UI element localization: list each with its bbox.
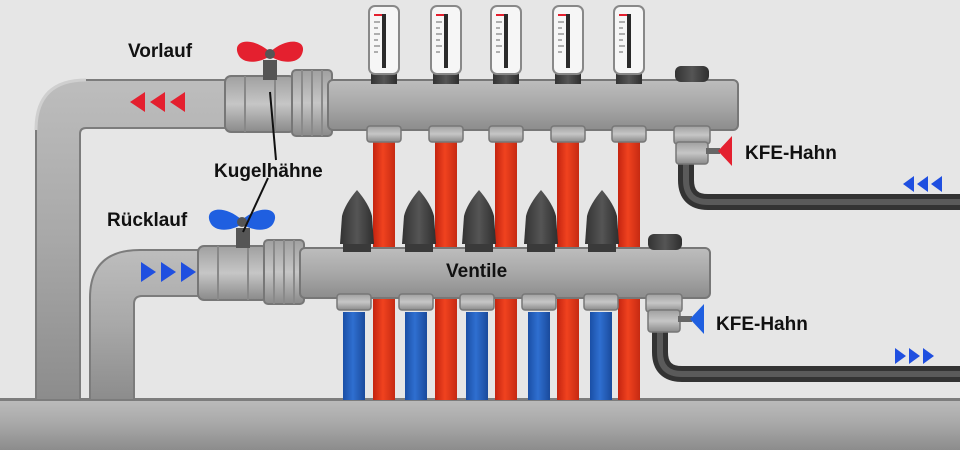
triangle-arrow-icon xyxy=(181,262,196,282)
butterfly-handle-red-icon xyxy=(236,41,304,62)
flow-meter-icon xyxy=(430,5,462,84)
flow-arrows-kfe-top xyxy=(903,176,942,192)
triangle-arrow-icon xyxy=(130,92,145,112)
supply-manifold xyxy=(224,60,739,165)
triangle-arrow-icon xyxy=(895,348,906,364)
valve-cap-icon xyxy=(340,190,374,252)
flow-meter-icon xyxy=(368,5,400,84)
butterfly-handle-blue-icon xyxy=(208,209,276,230)
triangle-arrow-icon xyxy=(150,92,165,112)
triangle-arrow-icon xyxy=(917,176,928,192)
return-manifold xyxy=(197,228,711,333)
valve-cap-icon xyxy=(402,190,436,252)
flow-meter-icon xyxy=(490,5,522,84)
triangle-arrow-icon xyxy=(141,262,156,282)
floor-pipe xyxy=(0,398,960,450)
triangle-arrow-icon xyxy=(170,92,185,112)
triangle-arrow-icon xyxy=(931,176,942,192)
triangle-arrow-icon xyxy=(161,262,176,282)
valve-caps xyxy=(340,190,619,252)
triangle-arrow-icon xyxy=(923,348,934,364)
flow-arrows-supply xyxy=(130,92,185,112)
kfe-hose-bottom-highlight xyxy=(657,330,960,377)
label-ventile: Ventile xyxy=(446,261,507,282)
triangle-arrow-icon xyxy=(903,176,914,192)
kfe-hose-top xyxy=(678,158,960,210)
kfe-handle-red-icon xyxy=(706,136,732,166)
flow-arrows-kfe-bottom xyxy=(895,348,934,364)
label-ruecklauf: Rücklauf xyxy=(107,210,188,231)
label-kfe-hahn-top: KFE-Hahn xyxy=(745,143,837,164)
flow-arrows-return xyxy=(141,262,196,282)
kfe-handle-blue-icon xyxy=(678,304,704,334)
kfe-hose-bottom xyxy=(652,330,960,382)
valve-cap-icon xyxy=(585,190,619,252)
leader-line-bottom-valve xyxy=(242,177,269,233)
leader-line-top-valve xyxy=(269,91,277,161)
label-kfe-hahn-bottom: KFE-Hahn xyxy=(716,314,808,335)
flow-meter-icon xyxy=(613,5,645,84)
kfe-hose-top-highlight xyxy=(683,158,960,205)
flow-meters xyxy=(368,5,645,84)
return-circuit-pipes xyxy=(343,312,612,400)
supply-inlet-pipe xyxy=(34,78,236,401)
flow-meter-icon xyxy=(552,5,584,84)
valve-cap-icon xyxy=(462,190,496,252)
label-vorlauf: Vorlauf xyxy=(128,41,193,62)
label-kugelhaehne: Kugelhähne xyxy=(214,161,323,182)
valve-cap-icon xyxy=(524,190,558,252)
triangle-arrow-icon xyxy=(909,348,920,364)
